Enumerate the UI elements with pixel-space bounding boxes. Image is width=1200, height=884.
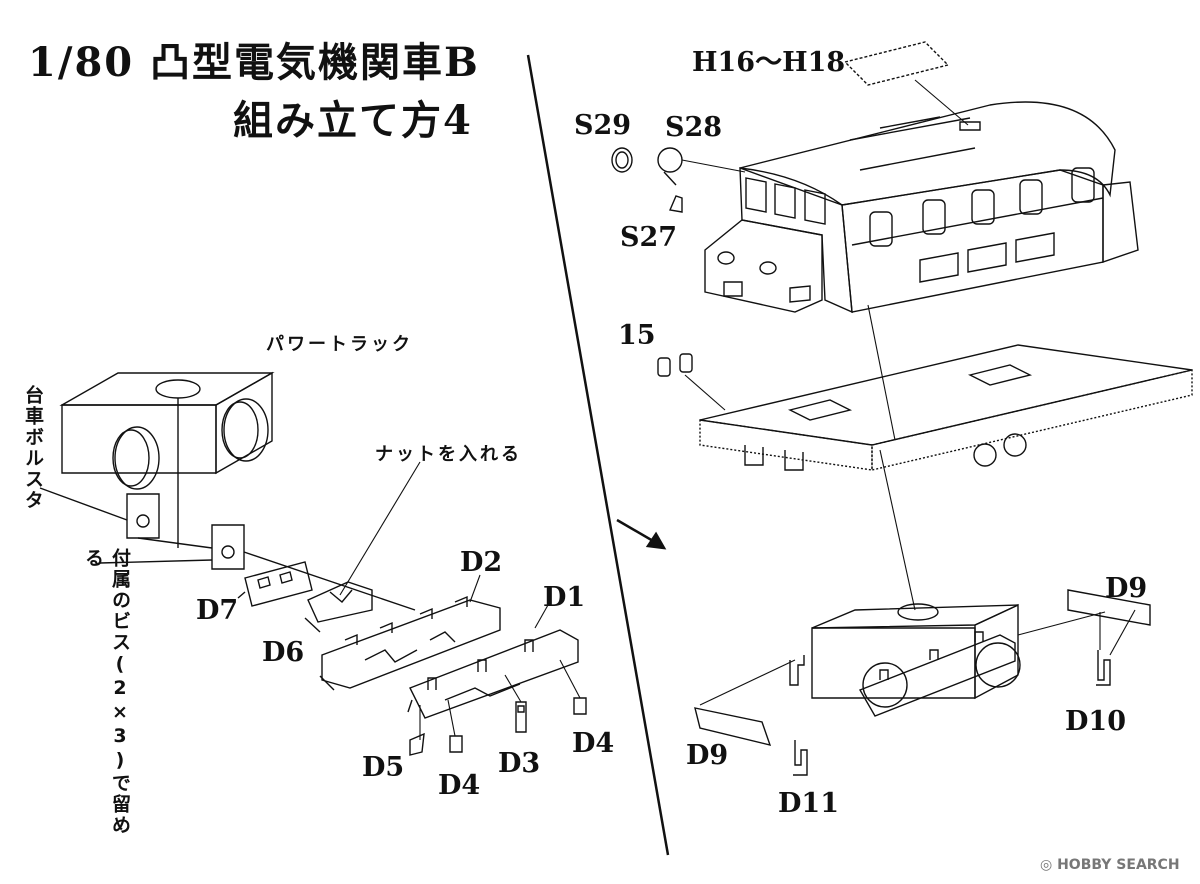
part-s27	[670, 196, 682, 212]
part-s29	[612, 148, 632, 172]
leader-chassis-truck	[880, 450, 915, 610]
label-s29: S29	[574, 110, 632, 141]
label-d10: D10	[1065, 706, 1126, 737]
part-d10	[1096, 610, 1135, 685]
part-s28	[658, 148, 682, 185]
label-d5: D5	[362, 752, 405, 783]
part-d2	[320, 597, 500, 690]
part-d6	[305, 582, 372, 632]
leader-s28	[682, 160, 745, 172]
part-15	[658, 354, 725, 410]
truck-bolster-drawing	[40, 488, 415, 610]
part-d11	[793, 740, 807, 775]
label-d2: D2	[460, 547, 503, 578]
assembled-truck-drawing	[812, 604, 1020, 716]
part-d5	[410, 734, 424, 755]
truck-bolster-label: 台車ボルスタ	[22, 385, 44, 511]
part-d3	[516, 702, 526, 732]
power-truck-label: パワートラック	[266, 334, 413, 355]
part-d1	[408, 630, 578, 718]
label-s27: S27	[620, 222, 678, 253]
label-d11: D11	[778, 788, 839, 819]
title-line-1: 1/80 凸型電気機関車B	[28, 39, 480, 86]
screws-label: 付属のビス(2×3)で留める	[82, 548, 131, 836]
leader-lines-left	[340, 462, 580, 740]
part-d9-right	[1018, 590, 1150, 635]
label-15: 15	[618, 320, 656, 351]
label-h16-h18: H16～H18	[692, 47, 846, 78]
part-d7	[238, 562, 312, 606]
leader-body-chassis	[868, 305, 895, 440]
hobby-search-logo-icon: ◎	[1040, 857, 1058, 873]
label-d4-right: D4	[572, 728, 615, 759]
watermark: ◎ HOBBY SEARCH	[1040, 857, 1180, 873]
locomotive-body-drawing	[705, 102, 1138, 312]
part-bracket	[790, 655, 804, 685]
part-d4-left	[450, 736, 462, 752]
label-s28: S28	[665, 112, 723, 143]
insert-nut-label: ナットを入れる	[375, 444, 522, 465]
label-d4-left: D4	[438, 770, 481, 801]
chassis-drawing	[700, 345, 1192, 470]
part-d4-right	[574, 698, 586, 714]
label-d3: D3	[498, 748, 541, 779]
label-d6: D6	[262, 637, 305, 668]
label-d7: D7	[196, 595, 239, 626]
label-d9-left: D9	[686, 740, 729, 771]
part-d9-left	[695, 660, 795, 745]
power-truck-drawing	[62, 373, 272, 489]
leader-h16	[915, 80, 968, 125]
title-line-2: 組み立て方4	[233, 97, 473, 144]
label-d1: D1	[543, 582, 586, 613]
part-h16-h18	[845, 42, 948, 85]
direction-arrow	[617, 520, 664, 548]
label-d9-right: D9	[1105, 573, 1148, 604]
watermark-text: HOBBY SEARCH	[1057, 857, 1180, 873]
divider-line	[528, 55, 668, 855]
